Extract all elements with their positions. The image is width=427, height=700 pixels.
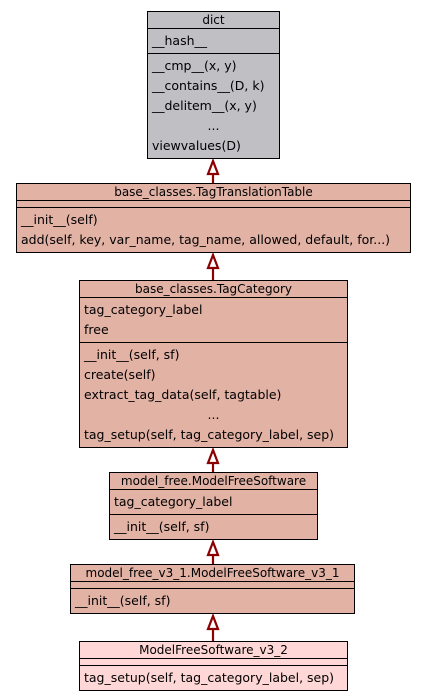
inheritance-arrowhead xyxy=(206,446,220,465)
class-box-model-free-software-v3-1: model_free_v3_1.ModelFreeSoftware_v3_1 __… xyxy=(70,564,355,614)
attributes-section xyxy=(80,658,347,665)
class-method: add(self, key, var_name, tag_name, allow… xyxy=(21,232,391,247)
class-name: dict xyxy=(202,13,225,27)
inheritance-arrowhead xyxy=(206,251,220,270)
attributes-section xyxy=(17,200,410,207)
inheritance-arrowhead xyxy=(206,157,220,176)
class-box-model-free-software-v3-2: ModelFreeSoftware_v3_2 tag_setup(self, ta… xyxy=(79,641,348,691)
class-name: model_free.ModelFreeSoftware xyxy=(120,474,307,488)
class-attribute: tag_category_label xyxy=(114,494,233,509)
class-method: __init__(self, sf) xyxy=(84,347,180,362)
methods-section: __init__(self, sf) xyxy=(71,588,354,613)
methods-section: __init__(self, sf) xyxy=(110,514,317,539)
attributes-section xyxy=(71,581,354,588)
ellipsis: ... xyxy=(207,118,220,133)
class-method: create(self) xyxy=(84,367,156,382)
class-box-tag-translation-table: base_classes.TagTranslationTable __init__… xyxy=(16,183,411,253)
class-box-model-free-software: model_free.ModelFreeSoftware tag_category… xyxy=(109,472,318,540)
class-box-dict: dict __hash__ __cmp__(x, y) __contains__(D,… xyxy=(147,11,280,159)
class-method: __cmp__(x, y) xyxy=(152,58,237,73)
class-attribute: tag_category_label xyxy=(84,302,203,317)
methods-section: __init__(self, sf) create(self) extract_ta… xyxy=(80,342,347,447)
attributes-section: tag_category_label xyxy=(110,489,317,514)
class-name: model_free_v3_1.ModelFreeSoftware_v3_1 xyxy=(85,566,340,580)
class-method: viewvalues(D) xyxy=(152,138,241,153)
class-method: __init__(self) xyxy=(21,212,98,227)
class-attribute: __hash__ xyxy=(152,33,208,48)
inheritance-arrowhead xyxy=(206,538,220,557)
methods-section: __cmp__(x, y) __contains__(D, k) __delitem… xyxy=(148,53,279,158)
class-method: extract_tag_data(self, tagtable) xyxy=(84,387,282,402)
class-method: __init__(self, sf) xyxy=(114,519,210,534)
methods-section: __init__(self) add(self, key, var_name, t… xyxy=(17,207,410,252)
class-method: tag_setup(self, tag_category_label, sep) xyxy=(84,427,335,442)
class-attribute: free xyxy=(84,322,109,337)
inheritance-arrowhead xyxy=(206,612,220,631)
class-method: __contains__(D, k) xyxy=(152,78,265,93)
class-name: base_classes.TagTranslationTable xyxy=(114,185,313,199)
class-name: ModelFreeSoftware_v3_2 xyxy=(139,643,288,657)
class-method: __init__(self, sf) xyxy=(75,593,171,608)
attributes-section: __hash__ xyxy=(148,28,279,53)
ellipsis: ... xyxy=(207,407,220,422)
class-method: __delitem__(x, y) xyxy=(152,98,257,113)
class-method: tag_setup(self, tag_category_label, sep) xyxy=(84,670,335,685)
class-name: base_classes.TagCategory xyxy=(135,282,292,296)
methods-section: tag_setup(self, tag_category_label, sep) xyxy=(80,665,347,690)
